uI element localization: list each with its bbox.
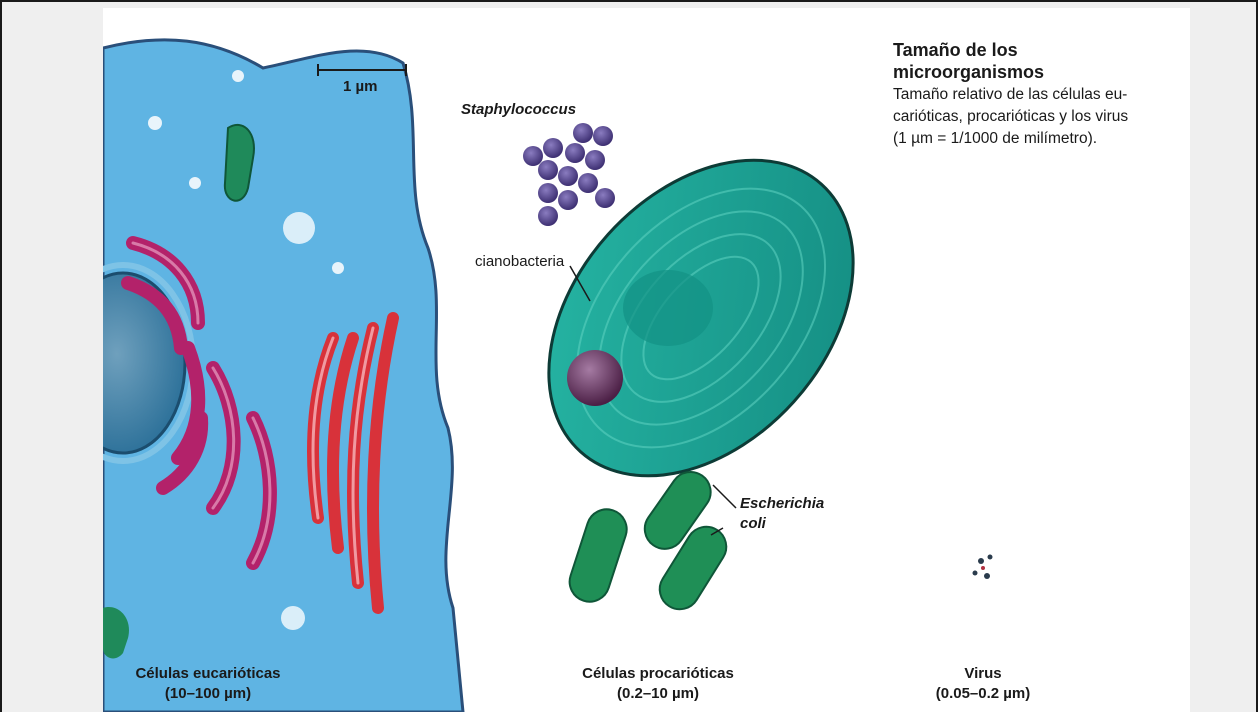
virus-name: Virus xyxy=(918,664,1048,684)
staphylococcus-cluster xyxy=(523,123,615,226)
prokaryotic-name: Células procarióticas xyxy=(558,664,758,684)
ecoli-cells xyxy=(564,464,733,617)
eukaryotic-name: Células eucarióticas xyxy=(113,664,303,684)
caption-line-1: Tamaño relativo de las células eu- xyxy=(893,84,1188,106)
figure-panel: 1 µm Staphylococcus cianobacteria Escher… xyxy=(103,8,1190,712)
virus-particles xyxy=(973,555,993,580)
eukaryotic-cell xyxy=(103,40,463,712)
virus-range: (0.05–0.2 µm) xyxy=(918,684,1048,704)
cianobacteria-label: cianobacteria xyxy=(475,253,564,270)
scale-bar-label: 1 µm xyxy=(343,78,378,95)
virus-label: Virus (0.05–0.2 µm) xyxy=(918,664,1048,704)
figure-title: Tamaño de los microorganismos xyxy=(893,39,1153,83)
coli-label: coli xyxy=(740,515,766,532)
prokaryotic-range: (0.2–10 µm) xyxy=(558,684,758,704)
eukaryotic-label: Células eucarióticas (10–100 µm) xyxy=(113,664,303,704)
caption-line-3: (1 µm = 1/1000 de milímetro). xyxy=(893,128,1188,150)
figure-caption: Tamaño relativo de las células eu- carió… xyxy=(893,84,1188,150)
caption-line-2: carióticas, procarióticas y los virus xyxy=(893,106,1188,128)
escherichia-label: Escherichia xyxy=(740,495,824,512)
eukaryotic-range: (10–100 µm) xyxy=(113,684,303,704)
prokaryotic-label: Células procarióticas (0.2–10 µm) xyxy=(558,664,758,704)
staphylococcus-label: Staphylococcus xyxy=(461,101,576,118)
